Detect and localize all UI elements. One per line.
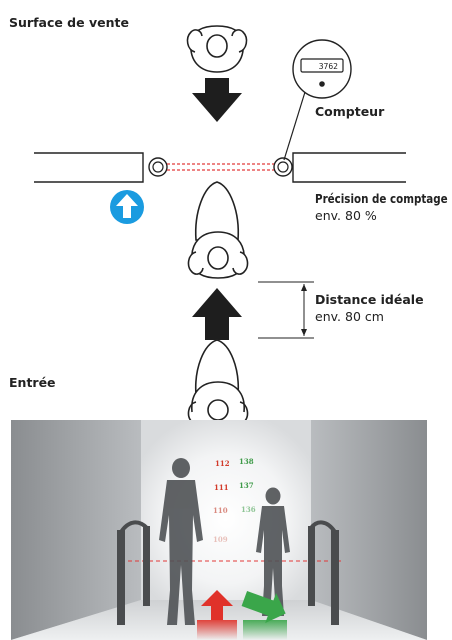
person-top-figure xyxy=(186,25,248,73)
counter-label: Compteur xyxy=(315,104,385,119)
photo-number: 112 xyxy=(215,459,230,468)
green-floor-arrow-icon xyxy=(241,590,287,640)
counting-diagram: 3762 xyxy=(34,25,406,420)
light-beam xyxy=(167,163,274,171)
sensor-left xyxy=(148,157,168,177)
person-middle-figure xyxy=(187,181,249,279)
photo-number: 137 xyxy=(239,481,254,490)
distance-value: env. 80 cm xyxy=(315,309,384,324)
distance-title: Distance idéale xyxy=(315,292,424,307)
arrow-down-icon xyxy=(192,78,242,122)
counting-scene-image: 112 138 111 137 110 136 109 xyxy=(11,420,427,640)
sensor-right xyxy=(273,157,293,177)
photo-number: 109 xyxy=(213,535,228,544)
counter-display-value: 3762 xyxy=(319,62,338,71)
distance-marker xyxy=(258,281,314,339)
photo-number: 138 xyxy=(239,457,254,466)
entrance-label: Entrée xyxy=(9,375,56,390)
red-floor-arrow-icon xyxy=(197,590,237,640)
sales-floor-label: Surface de vente xyxy=(9,15,129,30)
precision-value: env. 80 % xyxy=(315,208,377,223)
person-bottom-figure xyxy=(187,339,249,420)
photo-number: 136 xyxy=(241,505,256,514)
arrow-up-icon xyxy=(192,288,242,340)
photo-number: 111 xyxy=(214,483,229,492)
photo-number: 110 xyxy=(213,506,228,515)
entry-direction-icon xyxy=(110,190,144,224)
counter-device xyxy=(283,39,352,161)
entrance-walls xyxy=(34,152,406,183)
precision-title: Précision de comptage xyxy=(315,192,448,206)
